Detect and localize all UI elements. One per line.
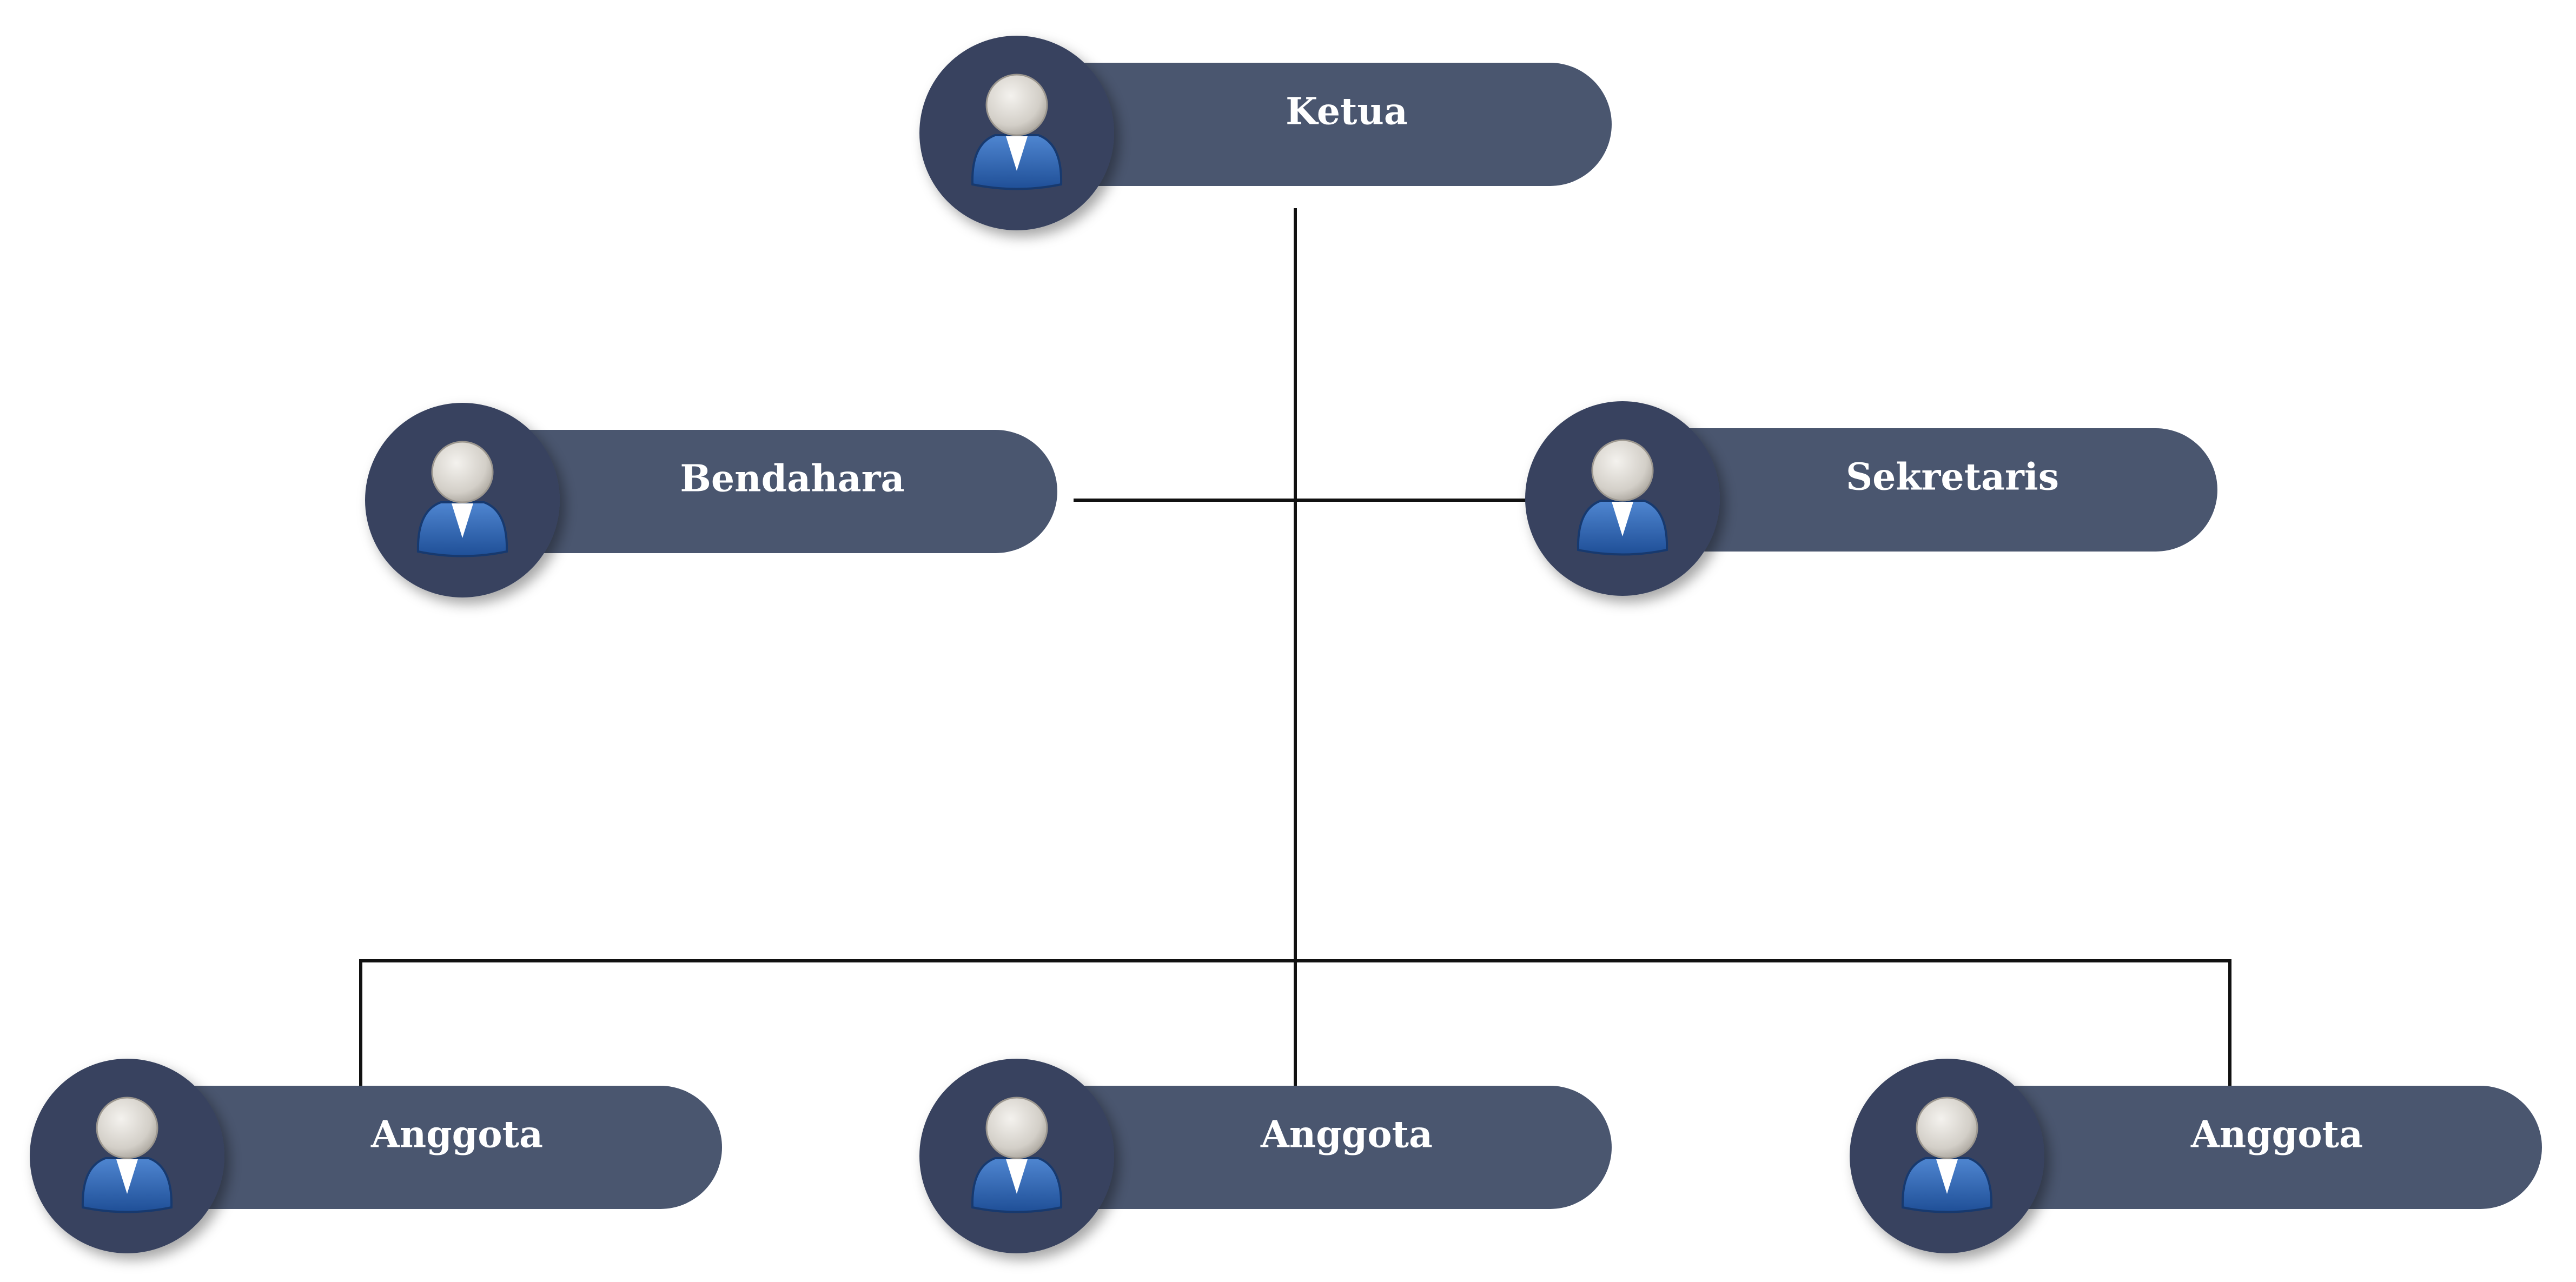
node-pill	[1017, 1086, 1612, 1209]
user-avatar-icon	[971, 1097, 1063, 1213]
avatar-head	[985, 74, 1048, 136]
node-label: Sekretaris	[1846, 456, 2059, 499]
node-label: Bendahara	[680, 457, 904, 501]
connector-lines	[359, 208, 2231, 1093]
avatar-head	[431, 441, 494, 503]
avatar-collar	[1006, 1159, 1028, 1194]
avatar-collar	[452, 503, 473, 538]
node-pill	[462, 430, 1057, 553]
node-ketua: Ketua	[919, 36, 1612, 230]
user-avatar-icon	[1577, 439, 1668, 556]
node-anggota-1: Anggota	[30, 1059, 722, 1253]
user-avatar-icon	[81, 1097, 173, 1213]
node-anggota-2: Anggota	[919, 1059, 1612, 1253]
node-pill	[1947, 1086, 2542, 1209]
node-sekretaris: Sekretaris	[1525, 401, 2217, 596]
node-anggota-3: Anggota	[1850, 1059, 2542, 1253]
node-label: Anggota	[2190, 1113, 2363, 1157]
avatar-collar	[116, 1159, 138, 1194]
user-avatar-icon	[1901, 1097, 1993, 1213]
avatar-head	[1591, 439, 1654, 502]
node-pill	[1017, 63, 1612, 186]
avatar-head	[1916, 1097, 1978, 1159]
node-bendahara: Bendahara	[365, 403, 1057, 597]
node-label: Anggota	[370, 1113, 543, 1157]
avatar-head	[96, 1097, 158, 1159]
node-label: Ketua	[1286, 90, 1408, 134]
connector-bottom-branch	[359, 959, 2231, 1093]
user-avatar-icon	[971, 74, 1063, 190]
avatar-collar	[1006, 136, 1028, 171]
avatar-head	[985, 1097, 1048, 1159]
node-pill	[1623, 428, 2217, 552]
node-pill	[127, 1086, 722, 1209]
avatar-collar	[1936, 1159, 1958, 1194]
avatar-collar	[1612, 502, 1633, 536]
node-label: Anggota	[1260, 1113, 1433, 1157]
user-avatar-icon	[416, 441, 508, 557]
